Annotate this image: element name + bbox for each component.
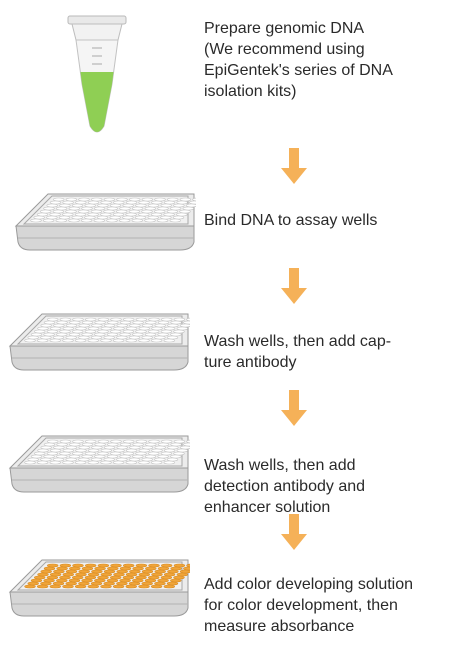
step-4-line: detection antibody and [204, 478, 366, 495]
microtube-icon [62, 14, 132, 142]
step-4-line: enhancer solution [204, 499, 331, 516]
step-1-text: Prepare genomic DNA (We recommend using … [204, 18, 393, 102]
down-arrow-icon [281, 268, 307, 304]
step-1-line: isolation kits) [204, 83, 297, 100]
step-4-line: Wash wells, then add [204, 457, 356, 474]
down-arrow-icon [281, 514, 307, 550]
step-1-line: EpiGentek's series of DNA [204, 62, 393, 79]
colored-microplate-icon [8, 552, 198, 622]
step-2-text: Bind DNA to assay wells [204, 210, 377, 231]
microplate-icon [8, 306, 198, 376]
microplate-icon [8, 428, 198, 498]
step-5-line: measure absorbance [204, 618, 355, 635]
step-1-line: Prepare genomic DNA [204, 20, 365, 37]
step-2-line: Bind DNA to assay wells [204, 212, 378, 229]
step-5-line: Add color developing solution [204, 576, 414, 593]
down-arrow-icon [281, 148, 307, 184]
step-3-text: Wash wells, then add cap- ture antibody [204, 331, 391, 373]
step-4-text: Wash wells, then add detection antibody … [204, 455, 365, 518]
down-arrow-icon [281, 390, 307, 426]
step-3-line: Wash wells, then add cap- [204, 333, 392, 350]
microplate-icon [14, 186, 204, 256]
step-5-line: for color development, then [204, 597, 398, 614]
step-5-text: Add color developing solution for color … [204, 574, 413, 637]
step-3-line: ture antibody [204, 354, 297, 371]
step-1-line: (We recommend using [204, 41, 365, 58]
